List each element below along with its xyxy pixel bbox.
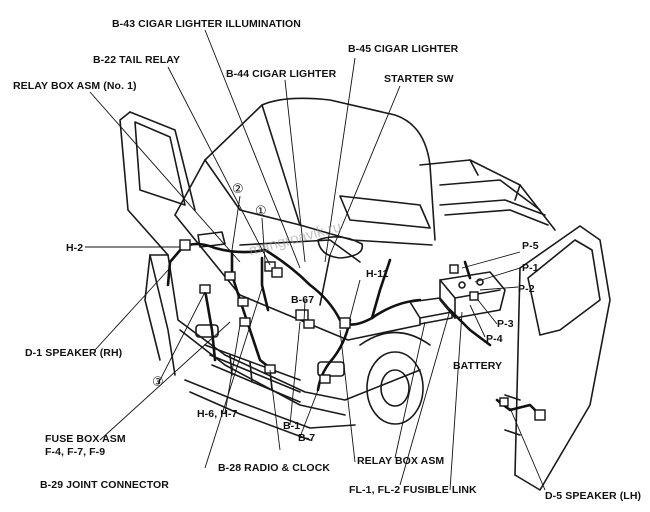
- label-p5: P-5: [522, 240, 539, 252]
- label-d1-speaker-rh: D-1 SPEAKER (RH): [25, 347, 123, 359]
- label-b45: B-45 CIGAR LIGHTER: [348, 43, 459, 55]
- label-b29-joint-connector: B-29 JOINT CONNECTOR: [40, 479, 169, 491]
- label-b1: B-1: [283, 420, 301, 432]
- label-p1: P-1: [522, 262, 539, 274]
- label-starter-sw: STARTER SW: [384, 73, 454, 85]
- label-p4: P-4: [486, 333, 503, 345]
- label-circle-3: ③: [152, 374, 164, 389]
- label-circle-2: ②: [232, 181, 244, 196]
- label-d5-speaker-lh: D-5 SPEAKER (LH): [545, 490, 642, 502]
- label-b28-radio-clock: B-28 RADIO & CLOCK: [218, 462, 331, 474]
- label-p2: P-2: [518, 283, 535, 295]
- label-b43: B-43 CIGAR LIGHTER ILLUMINATION: [112, 18, 301, 30]
- label-battery: BATTERY: [453, 360, 503, 372]
- label-fuse-box-asm: FUSE BOX ASM: [45, 433, 126, 445]
- label-h11: H-11: [366, 268, 389, 280]
- label-b22: B-22 TAIL RELAY: [93, 54, 181, 66]
- label-b7: B-7: [298, 432, 316, 444]
- label-p3: P-3: [497, 318, 514, 330]
- label-fuse-numbers: F-4, F-7, F-9: [45, 446, 106, 458]
- label-relay-box-asm: RELAY BOX ASM: [357, 455, 445, 467]
- label-fusible-link: FL-1, FL-2 FUSIBLE LINK: [349, 484, 477, 496]
- label-b44: B-44 CIGAR LIGHTER: [226, 68, 337, 80]
- label-h2: H-2: [66, 242, 84, 254]
- label-h6-h7: H-6, H-7: [197, 408, 238, 420]
- label-relay-box-no1: RELAY BOX ASM (No. 1): [13, 80, 137, 92]
- label-b67: B-67: [291, 294, 315, 306]
- label-circle-1: ①: [255, 203, 267, 218]
